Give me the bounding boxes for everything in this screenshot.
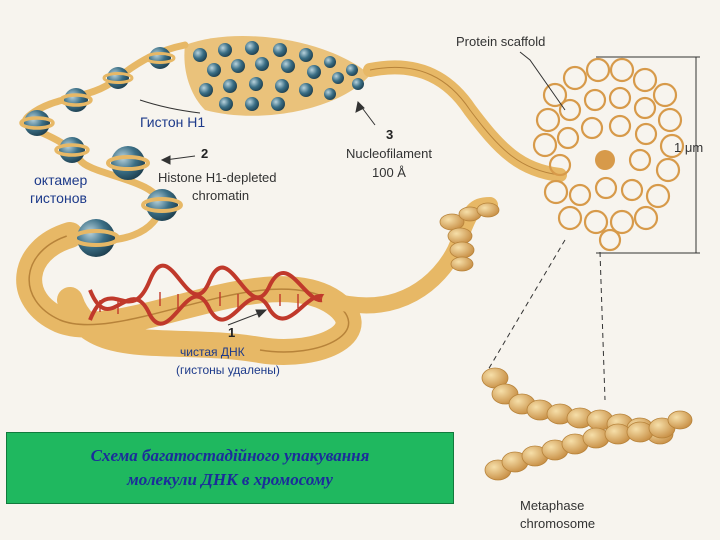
caption-box: Схема багатостадійного упакування молеку… (6, 432, 454, 504)
protein-scaffold-loops (532, 57, 685, 252)
label-h1-depleted-line2: chromatin (192, 188, 250, 203)
label-h1-depleted-line1: Histone H1-depleted (158, 170, 277, 185)
nucleofilament-coil (184, 36, 370, 116)
label-metaphase-line1: Metaphase (520, 498, 585, 513)
supercoil (439, 202, 500, 272)
label-protein-scaffold: Protein scaffold (456, 34, 546, 49)
scaffold-core (595, 150, 615, 170)
metaphase-chromosome (481, 367, 693, 481)
label-number-2: 2 (201, 146, 209, 161)
label-octamer-line1: октамер (34, 172, 88, 188)
label-octamer-line2: гистонов (30, 190, 87, 206)
label-scale: 1 μm (674, 140, 704, 155)
label-pure-dna-line2: (гистоны удалены) (176, 363, 280, 377)
label-pure-dna-line1: чистая ДНК (180, 345, 245, 359)
projection-lines (484, 239, 606, 401)
dna-ribbon (16, 222, 362, 365)
label-histone-h1: Гистон Н1 (140, 114, 206, 130)
dna-ribbon-edge (28, 234, 350, 353)
label-number-3: 3 (386, 127, 394, 142)
pointer-lines (139, 51, 566, 326)
label-metaphase-line2: chromosome (520, 516, 596, 531)
label-nucleofilament-line2: 100 Å (372, 165, 406, 180)
caption-line-1: Схема багатостадійного упакування (90, 446, 370, 465)
caption-line-2: молекули ДНК в хромосому (127, 470, 333, 489)
label-nucleofilament-line1: Nucleofilament (346, 146, 432, 161)
nucleosomes (19, 47, 183, 257)
double-helix (88, 263, 332, 326)
scale-bar (596, 56, 700, 254)
label-number-1: 1 (228, 325, 236, 340)
